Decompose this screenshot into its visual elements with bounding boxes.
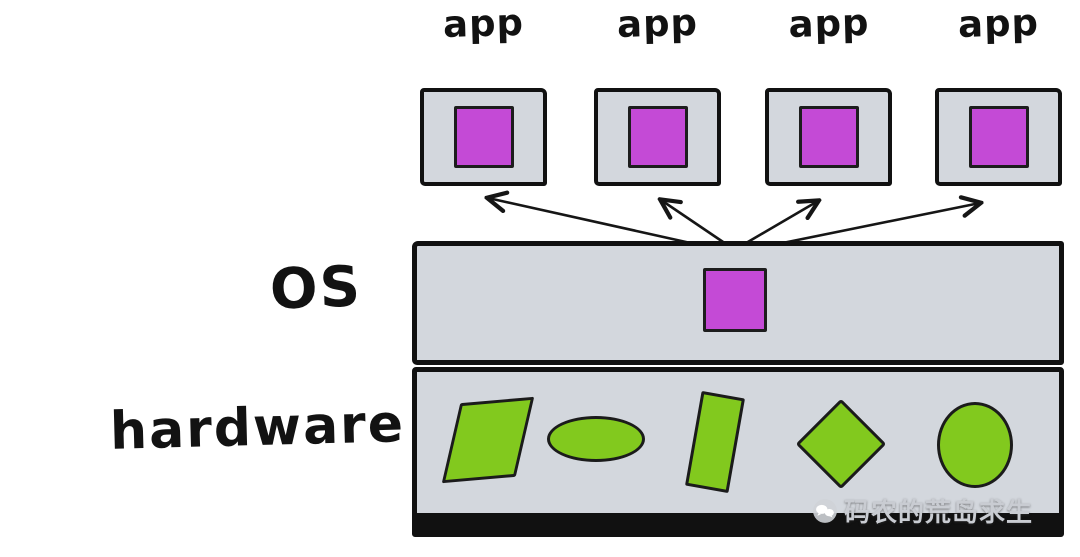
hardware-shape-parallelogram [441,396,535,484]
hardware-label: hardware [109,394,406,462]
hardware-shape-ellipse [547,416,645,462]
app-process-square [453,106,514,168]
chat-bubbles-icon [812,498,838,524]
app-box [594,88,721,186]
hardware-box [412,367,1064,537]
watermark: 码农的荒岛求生 [812,492,1033,529]
app-box [765,88,892,186]
hardware-shape-slanted-rectangle [684,390,746,494]
arrow-to-app-3 [740,201,818,248]
app-label: app [957,0,1040,47]
app-label: app [442,0,525,47]
app-box [420,88,547,186]
app-group-4: app [935,0,1062,190]
hardware-shape-circle [937,402,1013,488]
app-group-3: app [765,0,893,190]
watermark-text: 码农的荒岛求生 [844,498,1034,528]
os-process-square [703,268,767,332]
app-label: app [616,0,699,47]
app-process-square [627,106,688,168]
app-group-2: app [594,0,721,190]
hardware-shape-diamond [795,398,887,490]
app-label: app [787,0,871,47]
app-box [935,88,1062,186]
app-group-1: app [420,0,547,190]
os-label: OS [268,254,364,323]
os-box [412,241,1064,365]
arrow-to-app-2 [661,200,730,248]
app-process-square [968,106,1029,168]
app-process-square [798,106,859,168]
